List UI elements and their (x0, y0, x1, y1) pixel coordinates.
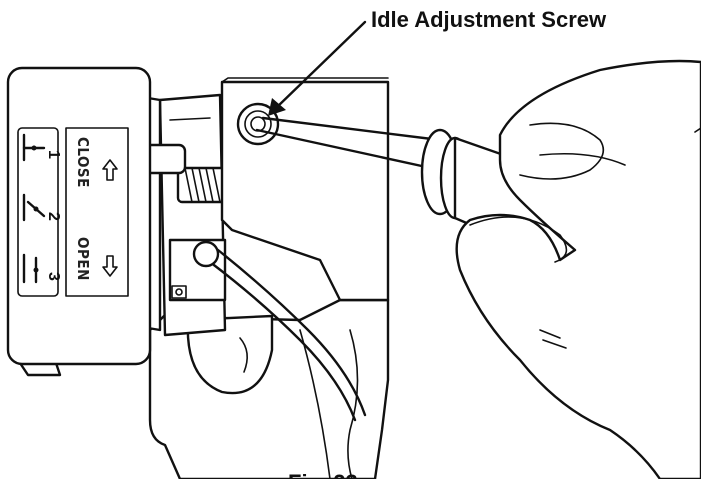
open-label: OPEN (74, 237, 92, 281)
label-frame (65, 127, 129, 297)
knuckle-lines (539, 329, 567, 349)
position-symbol-3 (22, 253, 39, 284)
screwdriver-shaft-top (261, 116, 442, 142)
choke-indicator-panel: 1 2 3 CLOSE OPEN (6, 66, 152, 377)
callout-label: Idle Adjustment Screw (371, 7, 607, 32)
position-symbol-1 (22, 133, 46, 162)
body-contour-line (347, 329, 359, 479)
callout-arrowhead (268, 98, 286, 116)
block-top-edge (221, 77, 389, 83)
fuel-line-edge (216, 248, 367, 417)
finger-crease (539, 152, 626, 166)
position-frame (17, 127, 59, 297)
close-label: CLOSE (74, 137, 92, 188)
hand-mark (694, 127, 701, 133)
screwdriver-shaft-bottom (255, 128, 442, 172)
linkage-screw (175, 288, 183, 296)
hand (455, 59, 701, 479)
fuel-bowl-dome (186, 314, 274, 395)
close-arrow-icon (102, 159, 118, 181)
thumb (469, 216, 568, 263)
idle-spring (176, 166, 230, 204)
panel-body (6, 66, 152, 366)
linkage-screw-square (171, 285, 187, 299)
callout-leader-line (274, 20, 367, 110)
position-symbol-2 (22, 193, 46, 222)
position-number-3: 3 (45, 272, 62, 281)
fuel-line-ball (192, 240, 220, 268)
index-finger (519, 122, 605, 180)
fuel-line (208, 260, 357, 422)
dome-highlight (239, 337, 248, 373)
position-number-1: 1 (45, 150, 62, 159)
body-contour-line-2 (299, 329, 331, 479)
figure-caption: Fig. 23 (288, 470, 358, 479)
open-arrow-icon (102, 255, 118, 277)
position-number-2: 2 (45, 212, 62, 221)
idle-adjustment-screw (236, 102, 280, 146)
